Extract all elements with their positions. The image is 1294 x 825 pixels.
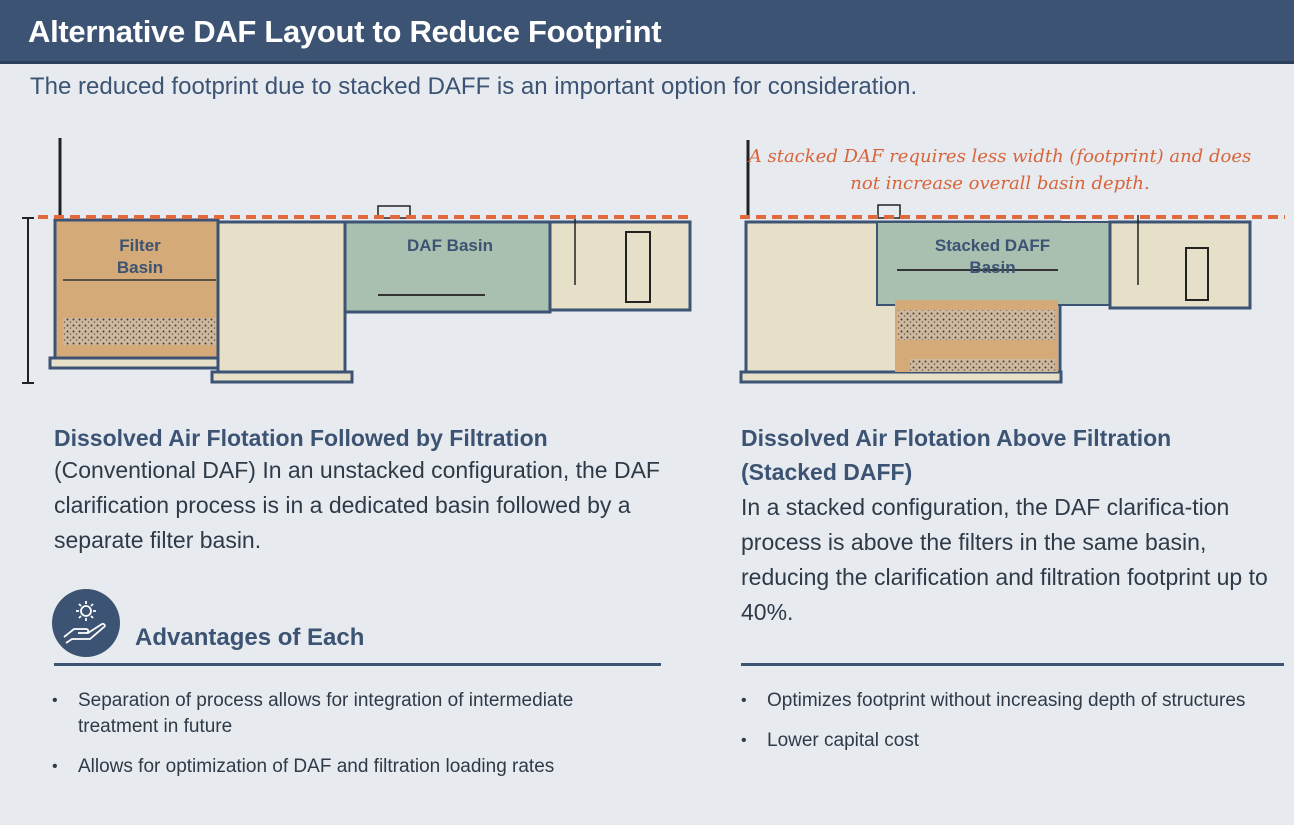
- list-item: Lower capital cost: [741, 728, 1271, 754]
- filter-basin-label: Filter Basin: [116, 236, 164, 277]
- left-body: (Conventional DAF) In an unstacked confi…: [54, 457, 660, 553]
- right-divider: [741, 663, 1284, 666]
- right-advantages-list: Optimizes footprint without increasing d…: [741, 688, 1271, 768]
- stacked-daff-label: Stacked DAFF Basin: [934, 236, 1051, 277]
- left-heading: Dissolved Air Flotation Followed by Filt…: [54, 425, 548, 451]
- stacked-daff-basin: [876, 221, 1111, 306]
- daf-basin: [343, 220, 552, 314]
- right-heading: Dissolved Air Flotation Above Filtration…: [741, 425, 1172, 485]
- left-divider: [54, 663, 661, 666]
- conventional-daf-diagram: [22, 138, 692, 384]
- daf-basin-label: DAF Basin: [407, 236, 493, 255]
- right-body: In a stacked configuration, the DAF clar…: [741, 494, 1268, 625]
- left-advantages-list: Separation of process allows for integra…: [52, 688, 612, 794]
- list-item: Separation of process allows for integra…: [52, 688, 612, 740]
- stacked-daff-diagram: [739, 140, 1285, 384]
- footprint-callout: A stacked DAF requires less width (footp…: [748, 146, 1252, 194]
- header-bar: Alternative DAF Layout to Reduce Footpri…: [0, 0, 1294, 64]
- subtitle: The reduced footprint due to stacked DAF…: [30, 73, 918, 100]
- hand-with-sun-icon: [52, 589, 120, 657]
- pipe-gallery: [216, 220, 347, 376]
- advantages-title: Advantages of Each: [135, 624, 365, 651]
- list-item: Optimizes footprint without increasing d…: [741, 688, 1271, 714]
- basin-diagrams: [22, 138, 1285, 384]
- page-title: Alternative DAF Layout to Reduce Footpri…: [28, 14, 662, 49]
- list-item: Allows for optimization of DAF and filtr…: [52, 754, 612, 780]
